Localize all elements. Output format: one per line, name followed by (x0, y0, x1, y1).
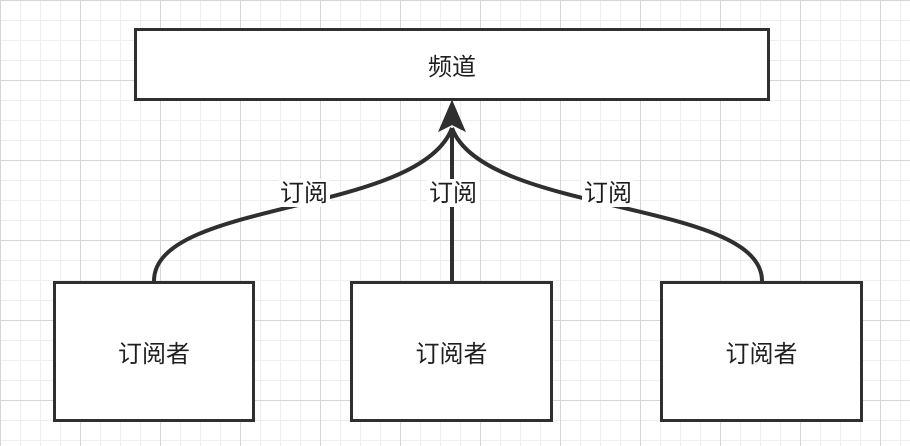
subscriber-node-right[interactable]: 订阅者 (660, 281, 863, 422)
subscriber-label: 订阅者 (118, 340, 190, 368)
channel-node[interactable]: 频道 (134, 28, 770, 101)
subscriber-label: 订阅者 (725, 340, 798, 368)
channel-label: 频道 (428, 53, 476, 81)
subscriber-node-middle[interactable]: 订阅者 (350, 281, 553, 422)
subscriber-node-left[interactable]: 订阅者 (53, 281, 255, 422)
arrowhead-icon (438, 99, 466, 133)
edge-label-left: 订阅 (278, 179, 330, 207)
subscriber-label: 订阅者 (415, 340, 488, 368)
edge-label-right: 订阅 (582, 179, 634, 207)
edge-label-middle: 订阅 (427, 179, 479, 207)
